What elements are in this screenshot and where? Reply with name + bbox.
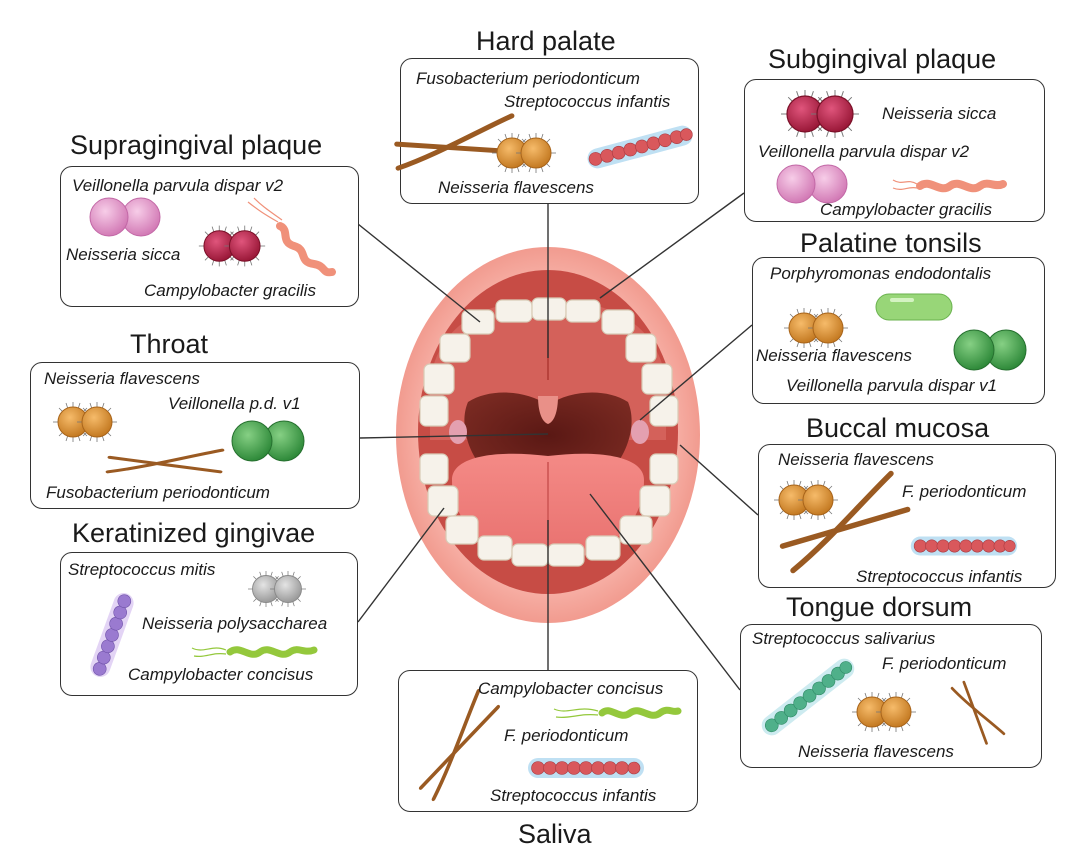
label-bacterium: Streptococcus salivarius [752, 629, 936, 648]
connector-lines [357, 192, 759, 691]
label-bacterium: Campylobacter gracilis [144, 281, 316, 300]
title-hard-palate: Hard palate [476, 26, 616, 56]
title-palatine-tonsils: Palatine tonsils [800, 228, 982, 258]
label-bacterium: Veillonella parvula dispar v2 [758, 142, 970, 161]
tonsil-right [631, 420, 649, 444]
label-bacterium: Neisseria sicca [66, 245, 181, 264]
label-bacterium: Streptococcus infantis [490, 786, 657, 805]
label-bacterium: Neisseria flavescens [44, 369, 200, 388]
title-buccal-mucosa: Buccal mucosa [806, 413, 990, 443]
label-bacterium: Neisseria flavescens [756, 346, 912, 365]
label-bacterium: Neisseria polysaccharea [142, 614, 328, 633]
label-bacterium: Streptococcus mitis [68, 560, 216, 579]
title-throat: Throat [130, 329, 209, 359]
title-supragingival-plaque: Supragingival plaque [70, 130, 323, 160]
label-bacterium: Veillonella parvula dispar v1 [786, 376, 998, 395]
uvula [538, 396, 558, 424]
label-bacterium: Campylobacter gracilis [820, 200, 992, 219]
label-bacterium: Neisseria flavescens [778, 450, 934, 469]
title-tongue-dorsum: Tongue dorsum [786, 592, 973, 622]
label-bacterium: Veillonella parvula dispar v2 [72, 176, 284, 195]
mouth-illustration [396, 247, 700, 623]
label-bacterium: Campylobacter concisus [128, 665, 314, 684]
label-bacterium: Fusobacterium periodonticum [416, 69, 640, 88]
label-bacterium: F. periodonticum [882, 654, 1007, 673]
upper-teeth [419, 297, 679, 427]
title-subgingival-plaque: Subgingival plaque [768, 44, 997, 74]
label-bacterium: F. periodonticum [902, 482, 1027, 501]
tonsil-left [449, 420, 467, 444]
label-bacterium: Streptococcus infantis [856, 567, 1023, 586]
label-bacterium: Campylobacter concisus [478, 679, 664, 698]
label-bacterium: Neisseria flavescens [438, 178, 594, 197]
title-saliva: Saliva [518, 819, 592, 849]
label-bacterium: Neisseria flavescens [798, 742, 954, 761]
label-bacterium: Streptococcus infantis [504, 92, 671, 111]
label-bacterium: Porphyromonas endodontalis [770, 264, 992, 283]
title-keratinized-gingivae: Keratinized gingivae [72, 518, 316, 548]
label-bacterium: Veillonella p.d. v1 [168, 394, 301, 413]
label-bacterium: F. periodonticum [504, 726, 629, 745]
label-bacterium: Neisseria sicca [882, 104, 997, 123]
label-bacterium: Fusobacterium periodonticum [46, 483, 270, 502]
